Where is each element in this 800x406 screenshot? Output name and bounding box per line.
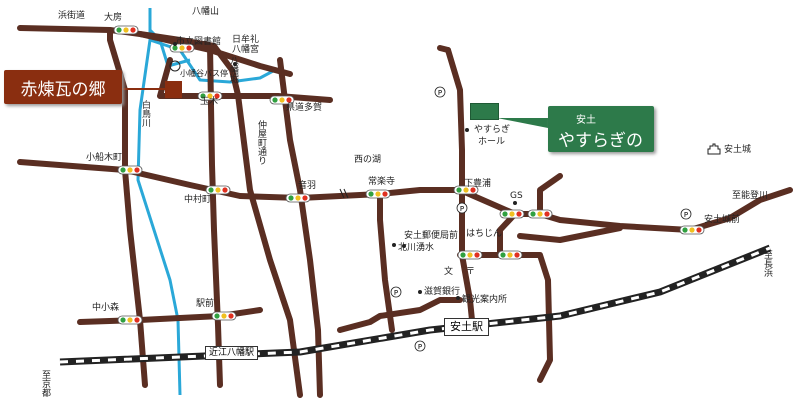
parking-letter: P [394,289,398,297]
label-azuchijou-mae: 安土城前 [704,215,741,225]
traffic-signal [499,209,525,219]
castle-icon [707,143,721,155]
traffic-signal [169,43,195,53]
parking-letter: P [418,343,422,351]
label-gs: GS [510,191,523,201]
parking-marker: P [680,208,692,220]
azuchi-callout-big: やすらぎの郷 [558,131,643,176]
label-to-kyoto: 至京都 [40,370,50,397]
label-yasuragi-hall-2: ホール [478,137,506,147]
label-nakakomori: 中小森 [92,303,120,313]
label-keisatsu: 〒 [466,267,476,277]
parking-markers: P P P P P [390,86,692,352]
traffic-signal [285,193,311,203]
label-shigabank: 滋賀銀行 [424,287,461,297]
label-ekimae: 駅前 [196,299,215,309]
label-nakayacho: 仲屋町通り [256,120,266,165]
traffic-signal [113,25,139,35]
traffic-signal [497,250,523,260]
label-to-nagahama: 至長浜 [762,250,772,277]
parking-marker: P [414,340,426,352]
parking-letter: P [438,89,442,97]
akarenga-callout: 赤煉瓦の郷 [4,70,122,104]
label-tamaki: 玉木 [200,97,219,107]
rail-line [59,244,772,366]
label-oosugi: 大房 [104,13,123,23]
road-break-mark [339,188,349,199]
traffic-signal [211,311,237,321]
azuchi-callout-small: 安土 [576,115,596,126]
oumi-hachiman-station-label: 近江八幡駅 [205,346,259,360]
akarenga-callout-text: 赤煉瓦の郷 [20,79,106,100]
label-hachimanbori: 八幡堀 [228,56,238,83]
label-komuro-bus: 小幡谷バス停 [180,69,228,78]
parking-marker: P [456,202,468,214]
parking-letter: P [684,211,688,219]
label-nishinoko: 西の湖 [354,155,382,165]
label-himure-2: 八幡宮 [232,45,260,55]
parking-marker: P [390,286,402,298]
label-library: 市立図書館 [176,37,222,47]
azuchi-yasuragi-callout: 安土 やすらぎの郷 [548,106,654,176]
label-to-nodogawa: 至能登川 [732,191,769,201]
map-pins [169,42,517,300]
label-kanko: 観光案内所 [462,295,508,305]
traffic-signal [269,95,295,105]
label-hamakaido: 浜街道 [58,11,86,21]
label-shirasuna: 白鳥川 [140,100,150,127]
label-hachimanyama: 八幡山 [192,7,220,17]
label-yubinkyoku: 安土郵便局前 [404,231,459,241]
akarenga-location-marker [165,81,182,98]
label-bun: 文 [444,267,454,277]
label-nakamuracho: 中村町 [184,195,212,205]
akarenga-callout-line [122,88,165,90]
traffic-signal [205,185,231,195]
label-himure-1: 日牟礼 [232,35,260,45]
traffic-signal [117,315,143,325]
label-otowa: 音羽 [298,181,317,191]
traffic-signal [527,209,553,219]
label-shimotoyoura: 下豊浦 [464,179,492,189]
label-joraku: 常楽寺 [368,177,396,187]
azuchi-station-label: 安土駅 [444,318,489,336]
traffic-signal [453,185,479,195]
parking-letter: P [460,205,464,213]
traffic-signal [197,91,223,101]
parking-marker: P [434,86,446,98]
label-yasuragi-hall-1: やすらぎ [474,125,511,135]
label-hachijin: はちじん [466,229,503,239]
traffic-signal [457,250,483,260]
traffic-signals [113,25,705,325]
traffic-signal [117,165,143,175]
yasuragi-location-marker [470,103,499,120]
label-kobunecho: 小船木町 [86,153,123,163]
label-kendou: 県道多賀 [286,103,323,113]
label-kitagawa: 北川湧水 [398,243,435,253]
traffic-signal [365,189,391,199]
label-azuchi-castle: 安土城 [724,145,752,155]
traffic-signal [679,225,705,235]
